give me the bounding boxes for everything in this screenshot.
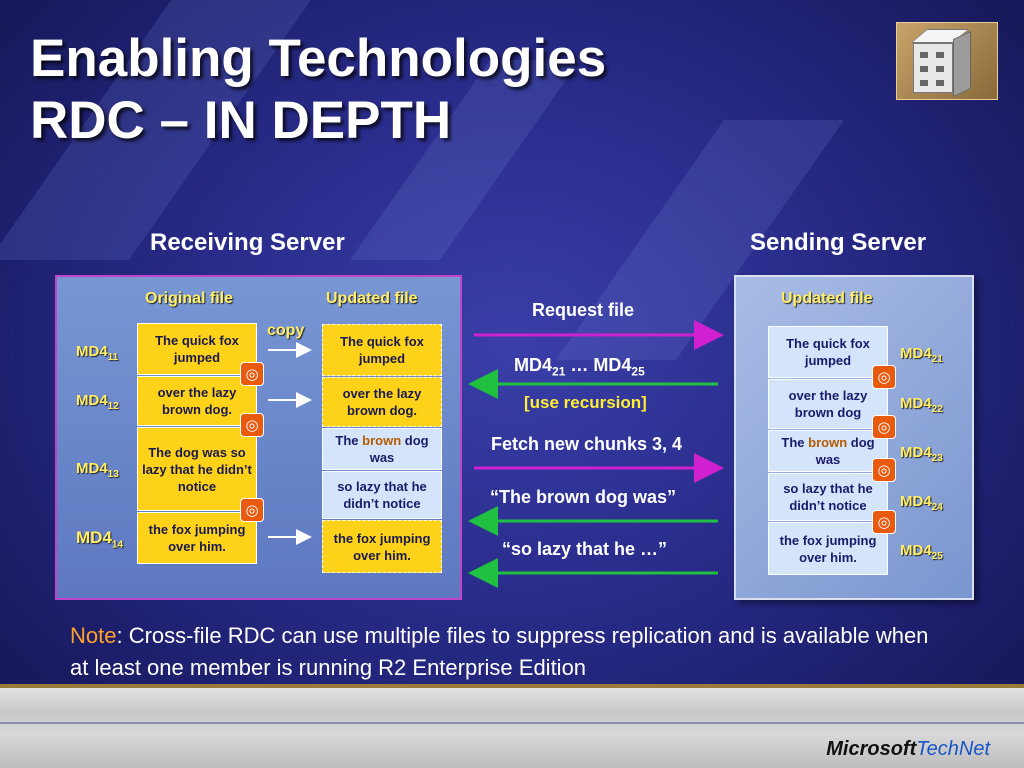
title-line-2: RDC – IN DEPTH	[30, 91, 452, 150]
note-body: : Cross-file RDC can use multiple files …	[70, 623, 929, 680]
original-chunk: the fox jumping over him.	[137, 512, 257, 564]
md4-label: MD411	[76, 343, 119, 363]
md4-label: MD424	[900, 493, 943, 513]
so-lazy-message: “so lazy that he …”	[502, 539, 668, 559]
sending-updated-file-heading: Updated file	[781, 290, 873, 307]
original-chunk: over the lazy brown dog.	[137, 376, 257, 426]
copy-label: copy	[267, 322, 305, 339]
request-file-message: Request file	[532, 300, 635, 320]
signature-icon: ◎	[872, 510, 896, 534]
slide-title: Enabling Technologies RDC – IN DEPTH	[30, 28, 606, 152]
signature-icon: ◎	[872, 415, 896, 439]
server-building-icon	[896, 22, 998, 100]
md4-label: MD414	[76, 528, 124, 551]
fetch-chunks-message: Fetch new chunks 3, 4	[491, 434, 683, 454]
footer-bar	[0, 684, 1024, 768]
original-chunk: The dog was so lazy that he didn’t notic…	[137, 427, 257, 511]
signature-icon: ◎	[240, 362, 264, 386]
updated-chunk-new: The brown dog was	[322, 428, 442, 470]
sending-chunk: so lazy that he didn’t notice	[768, 473, 888, 521]
md4-range-message: MD421 … MD425	[514, 355, 645, 379]
updated-chunk: over the lazy brown dog.	[322, 377, 442, 427]
md4-label: MD421	[900, 345, 943, 365]
title-line-1: Enabling Technologies	[30, 29, 607, 88]
signature-icon: ◎	[240, 413, 264, 437]
sending-server-heading: Sending Server	[750, 229, 927, 256]
note-label: Note	[70, 623, 117, 648]
updated-file-heading: Updated file	[326, 290, 418, 307]
use-recursion-message: [use recursion]	[524, 393, 647, 412]
receiving-server-heading: Receiving Server	[150, 229, 345, 256]
sending-chunk: The quick fox jumped	[768, 326, 888, 378]
updated-chunk-new: so lazy that he didn’t notice	[322, 471, 442, 519]
footer-divider	[0, 722, 1024, 724]
sending-chunk: The brown dog was	[768, 430, 888, 472]
footer-divider	[0, 684, 1024, 688]
md4-label: MD423	[900, 444, 943, 464]
sending-chunk: over the lazy brown dog	[768, 379, 888, 429]
md4-label: MD425	[900, 542, 943, 562]
signature-icon: ◎	[872, 458, 896, 482]
md4-label: MD413	[76, 460, 119, 480]
signature-icon: ◎	[872, 365, 896, 389]
signature-icon: ◎	[240, 498, 264, 522]
note-text: Note: Cross-file RDC can use multiple fi…	[70, 620, 950, 684]
updated-chunk: The quick fox jumped	[322, 324, 442, 376]
original-chunk: The quick fox jumped	[137, 323, 257, 375]
updated-chunk: the fox jumping over him.	[322, 520, 442, 573]
original-file-heading: Original file	[145, 290, 234, 307]
microsoft-technet-logo: MicrosoftTechNet	[826, 738, 990, 760]
md4-label: MD412	[76, 392, 119, 412]
md4-label: MD422	[900, 395, 943, 415]
sending-chunk: the fox jumping over him.	[768, 522, 888, 575]
brown-dog-message: “The brown dog was”	[490, 487, 677, 507]
